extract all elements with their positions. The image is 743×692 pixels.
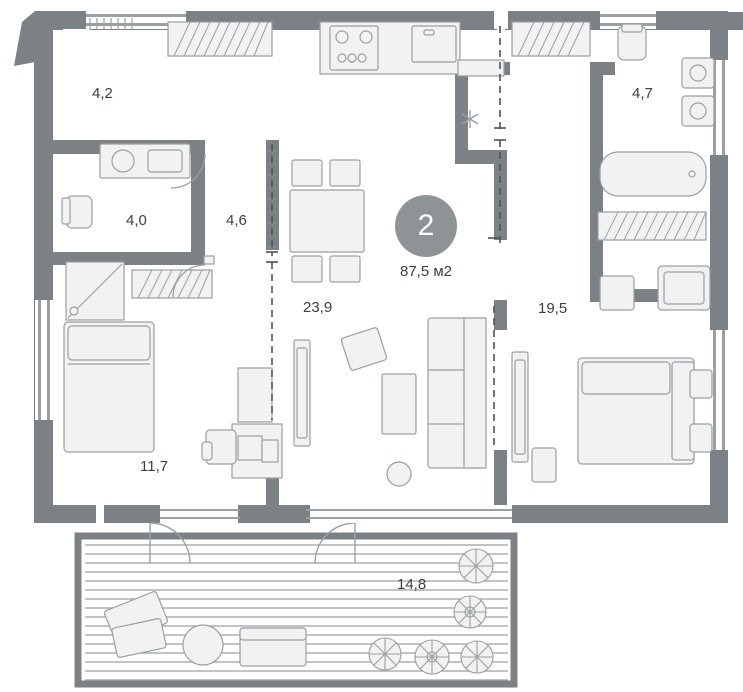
balcony-front-area: 4,2 xyxy=(92,85,113,102)
furniture xyxy=(61,18,715,487)
bathroom-small-area: 4,0 xyxy=(126,212,147,229)
rooms-badge-circle: 2 xyxy=(395,195,457,257)
terrace xyxy=(74,522,518,688)
rooms-badge: 2 87,5 м2 xyxy=(395,195,457,280)
partition-end-marks xyxy=(266,127,506,263)
bottom-openings xyxy=(96,505,710,523)
living-room-area: 23,9 xyxy=(303,299,333,316)
glass-partitions xyxy=(271,26,501,448)
terrace-area: 14,8 xyxy=(397,576,427,593)
total-area-label: 87,5 м2 xyxy=(399,263,453,280)
bedroom-left-area: 11,7 xyxy=(140,458,169,475)
rooms-count: 2 xyxy=(417,209,435,242)
hall-area: 4,6 xyxy=(226,212,247,229)
bathroom-large-area: 4,7 xyxy=(632,85,653,102)
bedroom-right-area: 19,5 xyxy=(538,300,568,317)
doors xyxy=(170,153,206,298)
